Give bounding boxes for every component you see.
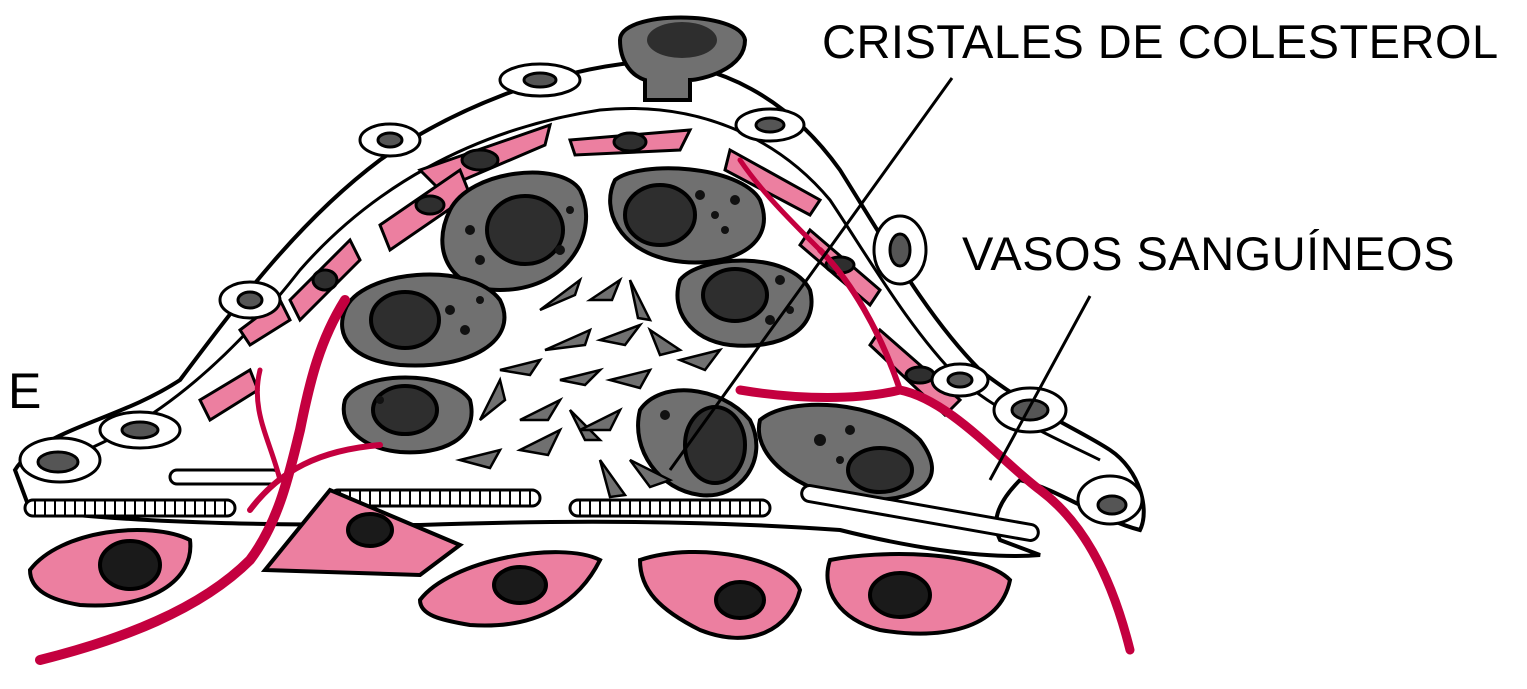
label-blood-vessels: VASOS SANGUÍNEOS xyxy=(962,230,1455,277)
label-cholesterol-crystals: CRISTALES DE COLESTEROL xyxy=(822,18,1499,65)
label-edge-letter: E xyxy=(8,366,42,416)
